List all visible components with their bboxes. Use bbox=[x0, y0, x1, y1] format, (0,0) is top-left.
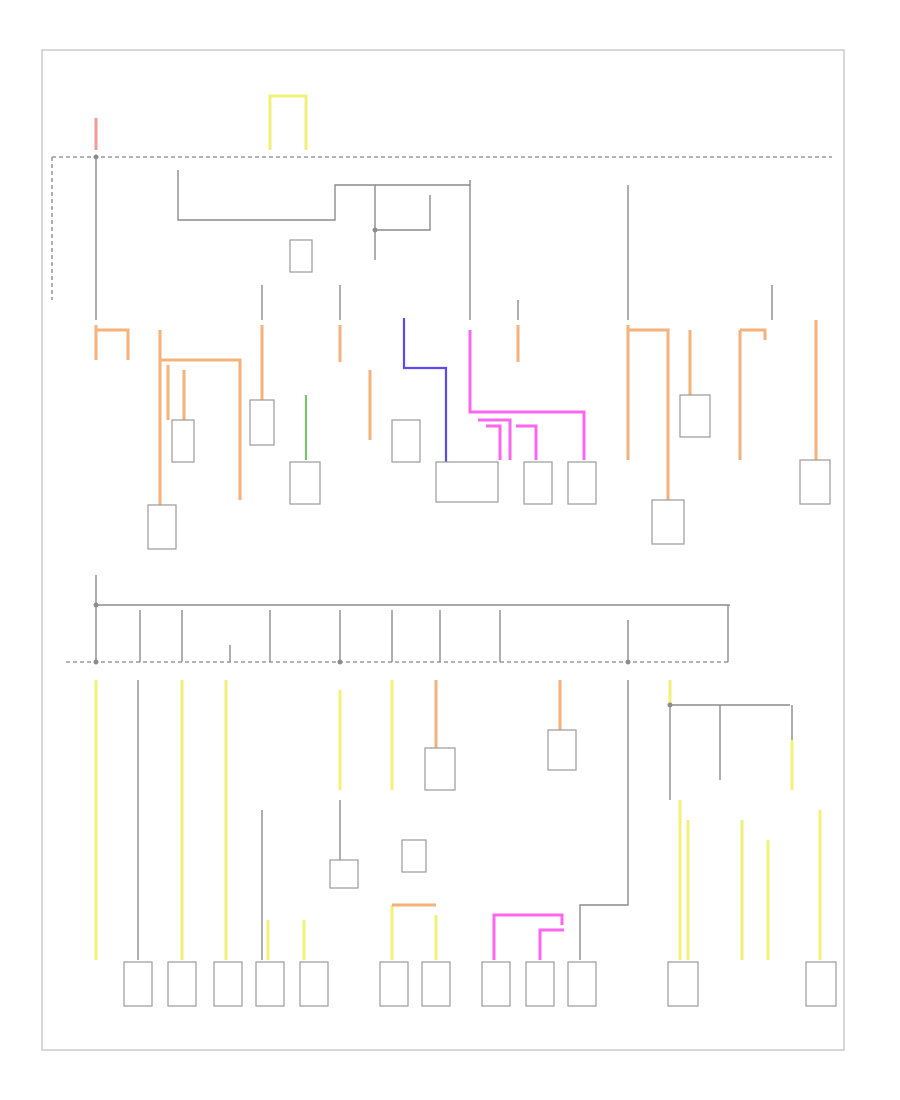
wire-feed-3 bbox=[374, 185, 431, 260]
component-motor-3 bbox=[523, 461, 553, 505]
diagram-frame bbox=[41, 49, 845, 1051]
wire-orange-1 bbox=[94, 325, 130, 360]
wire-black-lower-1 bbox=[137, 680, 629, 960]
wire-yellow-6 bbox=[266, 905, 438, 960]
wire-drops bbox=[139, 610, 629, 662]
wire-yellow-loop bbox=[268, 94, 308, 150]
component-lower-9 bbox=[421, 961, 451, 1007]
component-motor-1 bbox=[289, 461, 321, 505]
component-motor-2 bbox=[391, 419, 421, 463]
component-relay-1 bbox=[679, 394, 711, 438]
wire-yellow-8 bbox=[740, 740, 822, 960]
component-lower-15 bbox=[401, 839, 427, 873]
component-lower-3 bbox=[123, 961, 153, 1007]
wire-feed-6 bbox=[261, 285, 773, 320]
wire-pink-upper bbox=[468, 330, 586, 460]
wire-orange-7 bbox=[688, 328, 767, 460]
component-lower-2 bbox=[547, 729, 577, 771]
component-lower-14 bbox=[805, 961, 837, 1007]
component-motor-4 bbox=[567, 461, 597, 505]
component-lower-16 bbox=[329, 859, 359, 889]
wire-orange-6 bbox=[626, 325, 670, 500]
wire-orange-4 bbox=[338, 325, 372, 440]
wire-pink-lower bbox=[492, 913, 564, 960]
component-switch-1 bbox=[289, 239, 313, 273]
wire-feed-2 bbox=[177, 170, 470, 221]
component-lower-8 bbox=[379, 961, 409, 1007]
component-lower-12 bbox=[567, 961, 597, 1007]
wire-black-lower-3 bbox=[261, 800, 341, 960]
component-lower-4 bbox=[167, 961, 197, 1007]
component-lower-5 bbox=[213, 961, 243, 1007]
component-lower-10 bbox=[481, 961, 511, 1007]
component-lower-7 bbox=[299, 961, 329, 1007]
component-lower-13 bbox=[667, 961, 699, 1007]
component-lower-1 bbox=[424, 747, 456, 791]
junction-nodes bbox=[93, 154, 673, 708]
wire-yellow-7 bbox=[668, 680, 690, 960]
component-lamp-2 bbox=[249, 399, 275, 446]
wire-orange-2 bbox=[158, 330, 242, 505]
component-lamp-3 bbox=[799, 459, 831, 505]
component-module-1 bbox=[435, 461, 499, 503]
component-lamp-1 bbox=[171, 419, 195, 463]
component-lower-6 bbox=[255, 961, 285, 1007]
component-motor-5 bbox=[651, 499, 685, 545]
wire-black-lower-2 bbox=[669, 704, 793, 800]
component-lower-11 bbox=[525, 961, 555, 1007]
wire-blue bbox=[402, 318, 448, 462]
component-lamp-4 bbox=[147, 504, 177, 550]
